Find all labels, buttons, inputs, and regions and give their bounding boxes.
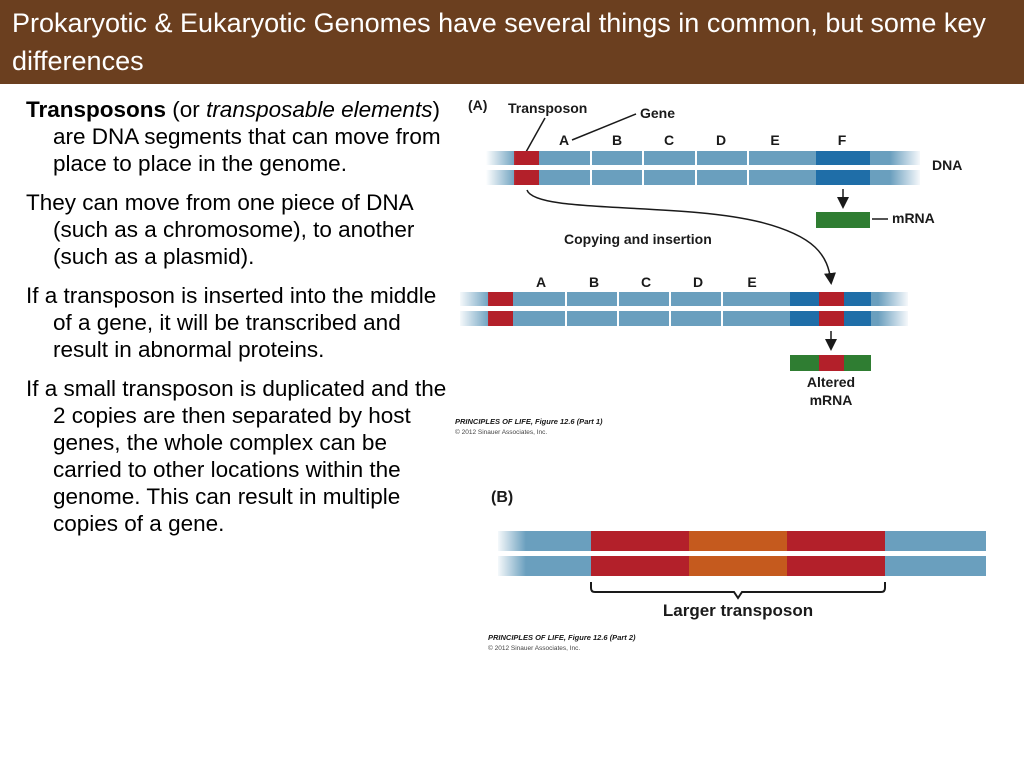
figure-a-credit-title: PRINCIPLES OF LIFE, Figure 12.6 (Part 1) — [455, 417, 603, 426]
altered-mrna-bar — [790, 355, 871, 371]
copy-insertion-label: Copying and insertion — [564, 231, 712, 247]
gene-c-top: C — [664, 132, 674, 148]
transposon-copy-2-top — [787, 531, 885, 551]
figure-b-credit-copyright: © 2012 Sinauer Associates, Inc. — [488, 644, 580, 652]
body-text: Transposons (or transposable elements) a… — [26, 96, 458, 549]
gene-pointer-line — [571, 113, 637, 141]
insertion-arrow — [526, 189, 836, 285]
transposon-copy-1-bottom — [591, 556, 689, 576]
dna-label: DNA — [932, 157, 962, 173]
transposon-copy-1-top — [591, 531, 689, 551]
panel-b-label: (B) — [491, 489, 513, 506]
transposon-segment-top — [514, 151, 539, 165]
title-bar: Prokaryotic & Eukaryotic Genomes have se… — [0, 0, 1024, 84]
altered-label: Altered — [807, 374, 855, 390]
gene-c-bottom: C — [641, 274, 651, 290]
gene-d-bottom: D — [693, 274, 703, 290]
transposon-segment-bottom — [514, 170, 539, 185]
gene-a-bottom: A — [536, 274, 546, 290]
transposon-copy-2-bottom — [787, 556, 885, 576]
dna-larger-transposon — [496, 530, 986, 577]
p1-text-a: (or — [166, 97, 207, 122]
gene-b-top: B — [612, 132, 622, 148]
gene-e-top: E — [770, 132, 779, 148]
gene-b-bottom: B — [589, 274, 599, 290]
gene-f-top: F — [838, 132, 847, 148]
figure-a-credit-copyright: © 2012 Sinauer Associates, Inc. — [455, 428, 547, 436]
paragraph-duplication: If a small transposon is duplicated and … — [26, 376, 447, 536]
dna-after-insertion — [458, 291, 910, 327]
original-transposon-top — [488, 292, 513, 306]
mrna-bar — [816, 212, 870, 228]
paragraph-transposons: Transposons (or transposable elements) a… — [26, 96, 458, 177]
gene-a-top: A — [559, 132, 569, 148]
panel-a-label: (A) — [468, 97, 487, 113]
inserted-transposon-bottom — [819, 311, 844, 326]
transposon-pointer-line — [525, 117, 546, 153]
paragraph-insertion: If a transposon is inserted into the mid… — [26, 283, 437, 362]
larger-transposon-label: Larger transposon — [663, 601, 813, 620]
paragraph-movement: They can move from one piece of DNA (suc… — [26, 190, 415, 269]
altered-mrna-label: mRNA — [810, 392, 853, 408]
larger-transposon-bracket — [590, 582, 886, 600]
p1-text-b: ) are DNA segments that can move from pl… — [53, 97, 441, 176]
host-gene-top — [689, 531, 787, 551]
gene-label: Gene — [640, 105, 675, 121]
slide-title: Prokaryotic & Eukaryotic Genomes have se… — [12, 8, 986, 76]
inserted-transposon-top — [819, 292, 844, 306]
transposon-label: Transposon — [508, 100, 587, 116]
figure-b-credit-title: PRINCIPLES OF LIFE, Figure 12.6 (Part 2) — [488, 633, 636, 642]
dna-top — [486, 150, 922, 186]
gene-d-top: D — [716, 132, 726, 148]
mrna-label: mRNA — [892, 210, 935, 226]
host-gene-bottom — [689, 556, 787, 576]
term-transposable-elements: transposable elements — [206, 97, 433, 122]
term-transposons: Transposons — [26, 97, 167, 122]
original-transposon-bottom — [488, 311, 513, 326]
gene-e-bottom: E — [747, 274, 756, 290]
